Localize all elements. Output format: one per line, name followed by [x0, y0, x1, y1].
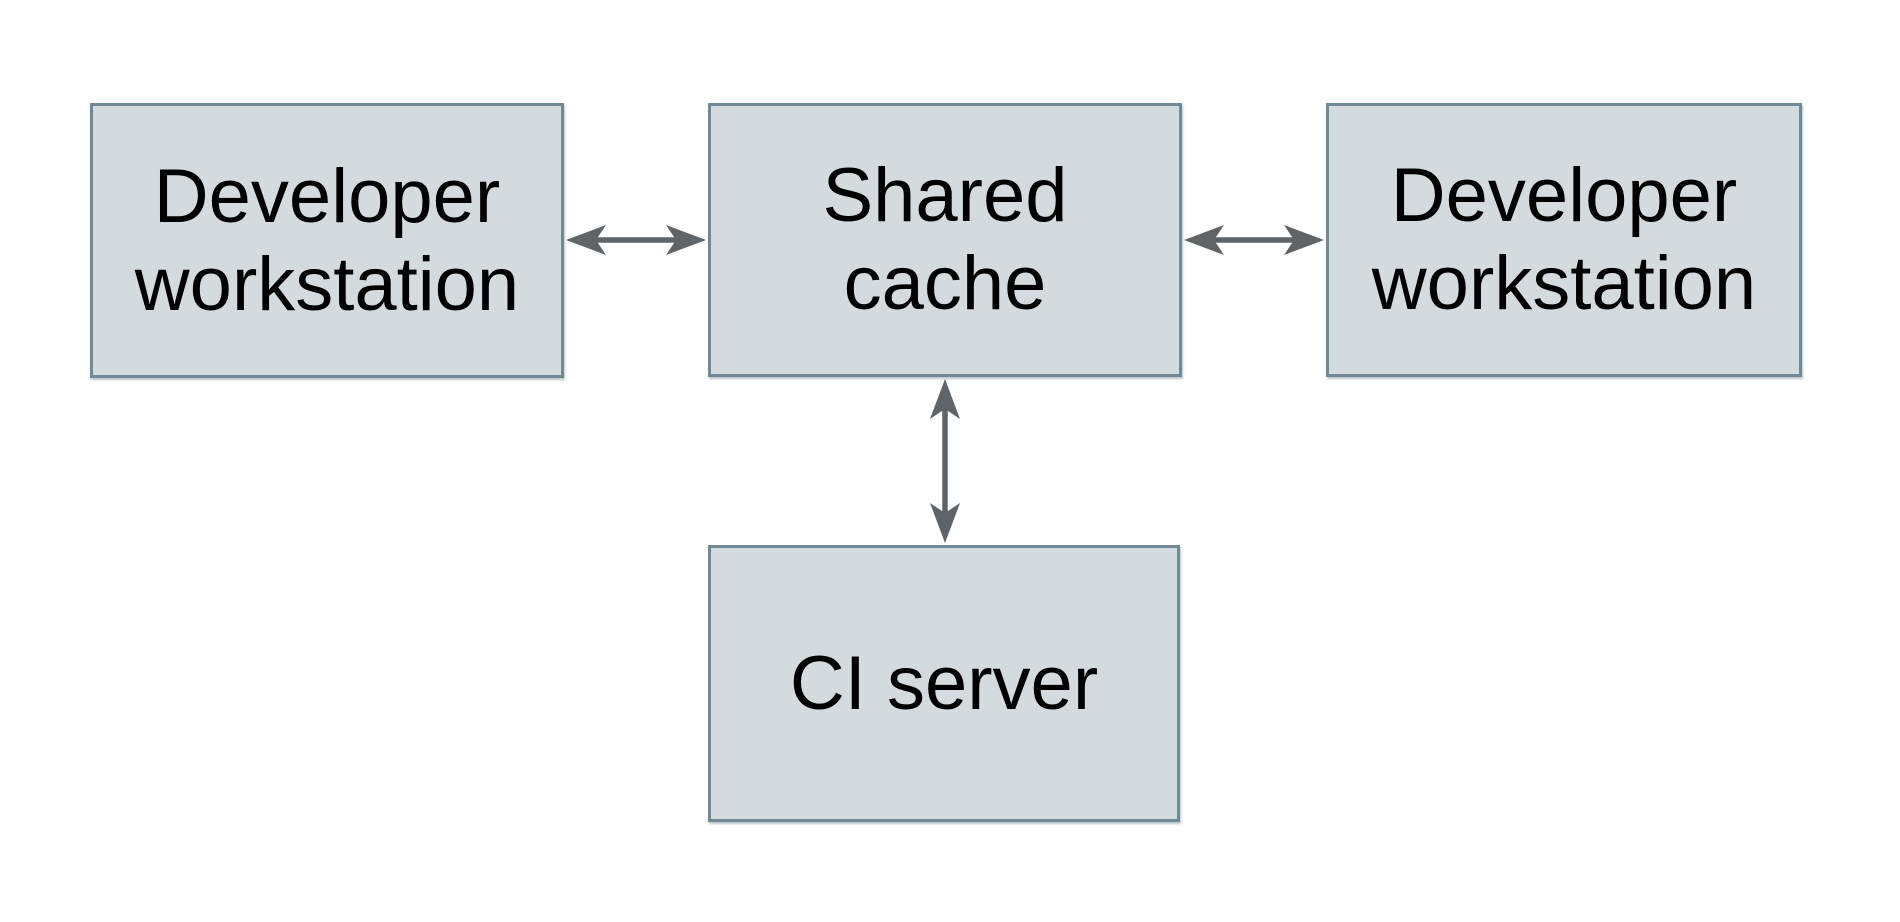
bidirectional-arrow-icon-cache-right — [1184, 225, 1324, 255]
node-label-line: Developer — [1390, 153, 1738, 238]
bidirectional-arrow-icon-cache-ci — [930, 379, 960, 543]
bidirectional-arrow-icon-left-cache — [566, 225, 706, 255]
node-developer-workstation-right: Developer workstation — [1326, 103, 1802, 377]
node-label-line: Developer — [153, 153, 501, 239]
node-label-line: cache — [843, 241, 1047, 326]
node-shared-cache: Shared cache — [708, 103, 1182, 377]
node-label-line: CI server — [789, 640, 1099, 726]
node-ci-server: CI server — [708, 545, 1180, 822]
node-label-line: Shared — [822, 153, 1068, 238]
node-label-line: workstation — [1371, 241, 1757, 326]
node-label-line: workstation — [134, 241, 520, 327]
node-developer-workstation-left: Developer workstation — [90, 103, 564, 378]
